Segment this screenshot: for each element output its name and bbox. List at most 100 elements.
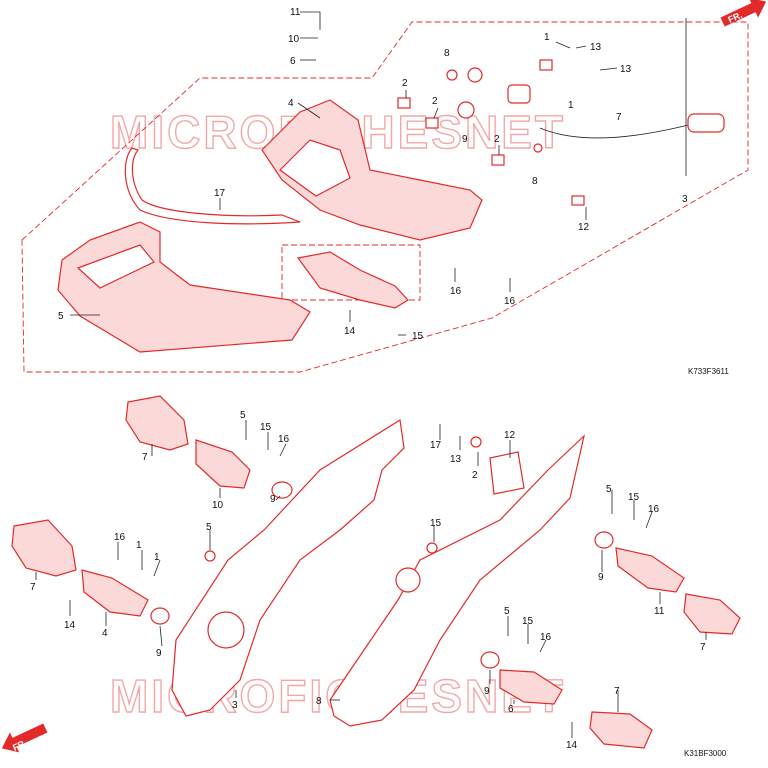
part-4-taillight <box>261 99 483 241</box>
callout-6: 6 <box>290 56 296 67</box>
part-7-footpeg-d <box>589 711 653 749</box>
callout-13a: 13 <box>590 42 602 53</box>
callout-9b: 9 <box>156 648 162 659</box>
callout-13b: 13 <box>620 64 632 75</box>
part-2-grommet-c <box>491 154 505 166</box>
leader-9a <box>275 495 281 501</box>
callout-14b: 14 <box>566 740 578 751</box>
part-9-washer-c <box>594 531 614 549</box>
part-1-socket-body <box>507 84 531 104</box>
part-6-bracket <box>499 669 563 705</box>
callout-5d: 5 <box>504 606 510 617</box>
callout-9: 9 <box>462 134 468 145</box>
callout-1a: 5 <box>206 522 212 533</box>
callout-10: 10 <box>212 500 224 511</box>
part-2-grommet-a <box>397 97 411 109</box>
part-7-footpeg-c <box>683 593 741 635</box>
callout-16a: 16 <box>278 434 290 445</box>
part-5-detail <box>76 244 155 289</box>
part-1-grommet-left <box>204 550 216 562</box>
callout-9a: 9 <box>270 494 276 505</box>
callout-16a: 16 <box>450 286 462 297</box>
callout-15a: 15 <box>260 422 272 433</box>
leader-16c <box>645 511 653 529</box>
callout-16b: 1 <box>154 552 160 563</box>
callout-10: 10 <box>288 34 300 45</box>
callout-2b: 2 <box>432 96 438 107</box>
front-direction-arrow-icon <box>1 723 48 753</box>
top-group-outline <box>21 21 749 373</box>
callout-3: 3 <box>232 700 238 711</box>
part-2-grommet <box>470 436 482 448</box>
callout-15: 15 <box>412 331 424 342</box>
callout-14a: 14 <box>64 620 76 631</box>
part-4-lens <box>279 139 351 197</box>
callout-7a: 7 <box>142 452 148 463</box>
callout-11: 11 <box>654 606 665 617</box>
callout-2c: 2 <box>494 134 500 145</box>
callout-7: 7 <box>616 112 622 123</box>
callout-15d: 15 <box>522 616 534 627</box>
part-10-bracket <box>195 439 251 489</box>
callout-17: 17 <box>214 188 226 199</box>
leader-16d <box>539 639 547 653</box>
leader-16b <box>153 559 161 577</box>
top-diagram-code: K733F3611 <box>688 367 729 376</box>
callout-5b: 16 <box>114 532 126 543</box>
part-8-bulb-top <box>446 69 458 81</box>
bracket-outline <box>281 244 421 301</box>
part-5-cover <box>57 221 311 353</box>
callout-16c: 16 <box>648 504 660 515</box>
callout-17: 17 <box>430 440 442 451</box>
bottom-diagram-code: K31BF3000 <box>684 749 727 758</box>
callout-5a: 5 <box>240 410 246 421</box>
part-9-washer-a <box>271 481 293 499</box>
leader-13a <box>555 41 587 49</box>
top-assembly: 11 10 6 4 8 2 2 9 2 1 13 13 1 7 8 3 17 1… <box>21 7 749 376</box>
callout-8a: 8 <box>444 48 450 59</box>
part-7-connector <box>687 113 725 133</box>
callout-2a: 2 <box>402 78 408 89</box>
callout-4: 4 <box>288 98 294 109</box>
callout-3: 3 <box>682 194 688 205</box>
part-1-grommet-right <box>426 542 438 554</box>
callout-1b: 15 <box>430 518 442 529</box>
part-12-nut-plate <box>489 451 525 495</box>
callout-5: 5 <box>58 311 64 322</box>
callout-12: 12 <box>578 222 590 233</box>
callout-8b: 8 <box>532 176 538 187</box>
callout-1a: 1 <box>544 32 550 43</box>
part-9-bulb <box>457 101 475 119</box>
callout-9d: 9 <box>484 686 490 697</box>
callout-4: 4 <box>102 628 108 639</box>
part-12-nut <box>571 195 585 206</box>
part-9-washer-d <box>480 651 500 669</box>
callout-7c: 7 <box>700 642 706 653</box>
part-8-socket <box>467 67 483 83</box>
part-17-trim <box>124 147 301 225</box>
callout-2: 2 <box>472 470 478 481</box>
leader-9b <box>159 625 163 647</box>
leader-2b <box>433 107 439 119</box>
callout-16b: 16 <box>504 296 516 307</box>
part-14-bracket <box>296 251 409 309</box>
part-8-boss <box>395 567 421 593</box>
callout-15b: 1 <box>136 540 142 551</box>
part-2-grommet-b <box>425 117 439 129</box>
part-7-cable <box>539 121 701 139</box>
front-direction-arrow-icon: FR. <box>720 0 767 27</box>
part-7-footpeg-b <box>11 519 77 577</box>
callout-14: 14 <box>344 326 356 337</box>
callout-9c: 9 <box>598 572 604 583</box>
callout-1b: 1 <box>568 100 574 111</box>
part-7-footpeg-a <box>125 395 189 451</box>
part-4-bracket <box>81 569 149 617</box>
part-11-bracket <box>615 547 685 593</box>
callout-13: 13 <box>450 454 462 465</box>
bottom-assembly: 7 5 15 16 10 9 17 13 2 12 5 15 16 1 1 7 … <box>11 395 741 758</box>
callout-5c: 5 <box>606 484 612 495</box>
callout-12: 12 <box>504 430 516 441</box>
part-3-boss <box>207 611 245 649</box>
leader-4 <box>297 102 321 119</box>
